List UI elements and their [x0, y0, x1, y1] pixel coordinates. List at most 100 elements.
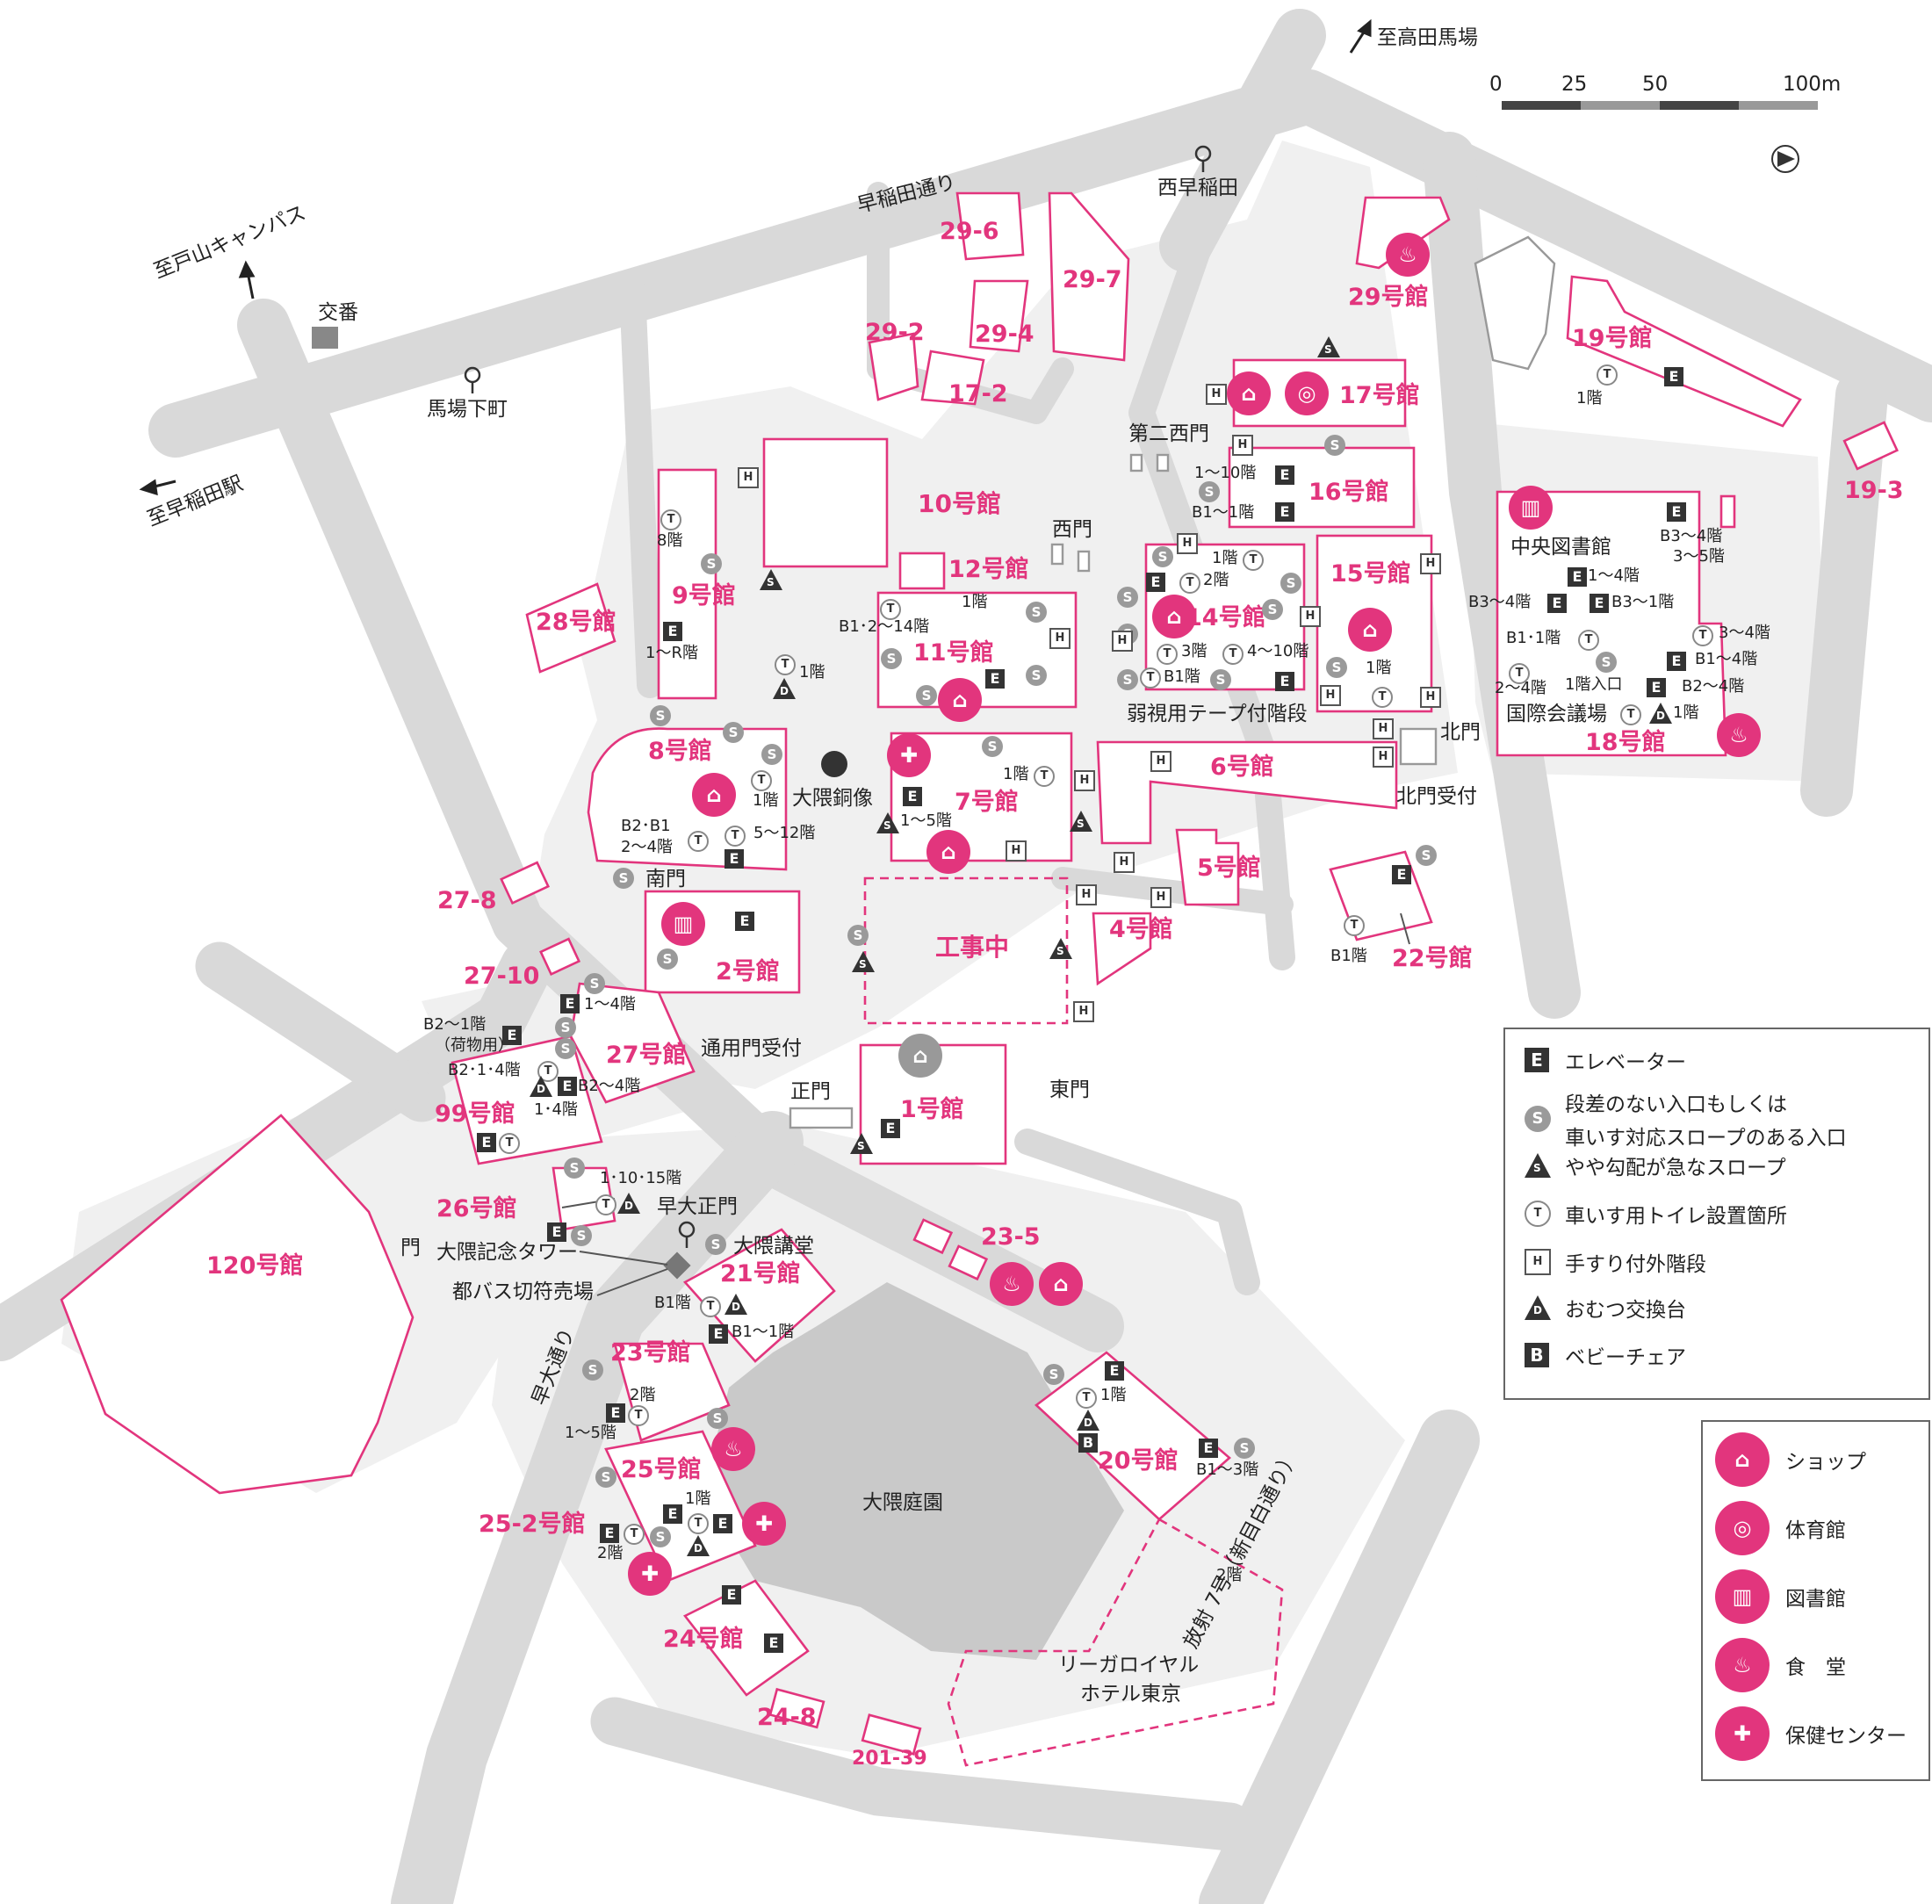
- okuma-statue-marker: [821, 751, 847, 777]
- floor-8a: 1階: [753, 791, 779, 810]
- floor-14b: 2階: [1203, 571, 1229, 589]
- floor-9b: 1〜R階: [645, 644, 698, 662]
- accessible-toilet-icon: T: [1076, 1388, 1097, 1409]
- label-building-99: 99号館: [435, 1100, 515, 1128]
- legend-diaper-icon: D: [1525, 1295, 1551, 1320]
- scale-seg-2: [1581, 101, 1660, 110]
- label-tsuyomon: 通用門受付: [701, 1037, 802, 1060]
- handrail-stairs-icon: H: [1006, 840, 1027, 862]
- building-outline-120: [60, 1114, 415, 1495]
- building-outline-24-8: [768, 1687, 825, 1729]
- label-nanmon: 南門: [645, 868, 686, 891]
- floor-18g: 3〜4階: [1719, 624, 1770, 642]
- legend-row-toilet: T 車いす用トイレ設置箇所: [1525, 1199, 1787, 1229]
- label-building-27: 27号館: [606, 1042, 687, 1069]
- steep-slope-icon: S: [1070, 811, 1092, 832]
- floor-16b: B1〜1階: [1192, 503, 1255, 522]
- floor-26: 1･10･15階: [600, 1169, 682, 1187]
- accessible-toilet-icon: T: [1034, 766, 1055, 787]
- building-outline-12: [898, 552, 946, 590]
- legend-step-free-icon: S: [1525, 1106, 1551, 1132]
- facility-legend: ⌂ ショップ ◎ 体育館 ▥ 図書館 ♨ 食 堂 ✚ 保健センター: [1701, 1420, 1930, 1781]
- elevator-icon: E: [560, 994, 580, 1013]
- library-icon: ▥: [661, 902, 705, 946]
- nishimon-gate-2: [1077, 550, 1091, 573]
- handrail-stairs-icon: H: [1114, 852, 1135, 873]
- scale-seg-3: [1660, 101, 1739, 110]
- building-outline-27-8: [500, 861, 551, 905]
- building-outline-19-3: [1842, 421, 1899, 471]
- legend-toilet-icon: T: [1525, 1201, 1551, 1227]
- label-babashita: 馬場下町: [427, 398, 508, 421]
- step-free-entrance-icon: S: [1280, 573, 1301, 594]
- baby-chair-icon: B: [1078, 1433, 1098, 1453]
- step-free-entrance-icon: S: [1210, 669, 1231, 690]
- handrail-stairs-icon: H: [1150, 751, 1171, 772]
- label-koban: 交番: [318, 301, 358, 324]
- elevator-icon: E: [600, 1524, 619, 1543]
- label-building-14: 14号館: [1186, 604, 1266, 631]
- floor-14e: B1階: [1164, 667, 1200, 686]
- floor-27b: B2〜1階: [423, 1015, 487, 1034]
- accessible-toilet-icon: T: [688, 1513, 709, 1534]
- elevator-icon: E: [477, 1133, 496, 1152]
- floor-18i: 2〜4階: [1495, 679, 1546, 697]
- floor-25a: 1階: [685, 1489, 711, 1508]
- handrail-stairs-icon: H: [1076, 884, 1097, 905]
- elevator-icon: E: [606, 1403, 625, 1423]
- label-building-6: 6号館: [1210, 754, 1274, 781]
- legend-row-shop: ⌂ ショップ: [1715, 1432, 1866, 1487]
- legend-cafeteria-text: 食 堂: [1785, 1656, 1846, 1679]
- handrail-stairs-icon: H: [1420, 553, 1441, 574]
- floor-18l: 1階: [1673, 703, 1699, 722]
- step-free-entrance-icon: S: [1199, 481, 1220, 502]
- legend-row-health: ✚ 保健センター: [1715, 1706, 1907, 1761]
- building-outline-29-6: [955, 191, 1025, 261]
- label-central-library: 中央図書館: [1510, 536, 1611, 559]
- step-free-entrance-icon: S: [1262, 599, 1283, 620]
- elevator-icon: E: [709, 1324, 728, 1344]
- handrail-stairs-icon: H: [1073, 1001, 1094, 1022]
- label-kitamon: 北門: [1440, 721, 1481, 744]
- arrow-takadanobaba-icon: [1349, 18, 1372, 54]
- building-kitamon-gate: [1399, 727, 1438, 766]
- shop-icon: ⌂: [1152, 595, 1196, 638]
- floor-21a: B1階: [654, 1294, 691, 1312]
- floor-11b: 1階: [962, 593, 988, 611]
- label-building-22: 22号館: [1392, 945, 1473, 972]
- accessible-toilet-icon: T: [499, 1133, 520, 1154]
- floor-17: 1階: [1576, 389, 1603, 407]
- accessible-toilet-icon: T: [688, 831, 709, 852]
- label-kitamon-uketsuke: 北門受付: [1396, 785, 1477, 808]
- arrow-toyama-icon: [238, 260, 256, 299]
- accessibility-legend: E エレベーター S 段差のない入口もしくは 車いす対応スロープのある入口 S …: [1503, 1028, 1930, 1400]
- elevator-icon: E: [547, 1222, 566, 1242]
- accessible-toilet-icon: T: [1692, 625, 1713, 646]
- label-dai2-nishimon: 第二西門: [1128, 422, 1209, 445]
- shop-icon: ⌂: [692, 773, 736, 817]
- shop-icon: ⌂: [1227, 371, 1271, 415]
- legend-library-text: 図書館: [1785, 1588, 1846, 1611]
- floor-7a: 1階: [1003, 765, 1029, 783]
- step-free-entrance-icon: S: [584, 973, 605, 994]
- label-29-2: 29-2: [865, 319, 925, 346]
- health-center-icon: ✚: [742, 1502, 786, 1546]
- health-center-icon: ✚: [628, 1552, 672, 1596]
- floor-14c: 3階: [1181, 642, 1208, 660]
- legend-row-cafeteria: ♨ 食 堂: [1715, 1638, 1846, 1692]
- legend-library-icon: ▥: [1715, 1569, 1770, 1624]
- shop-icon: ⌂: [898, 1034, 942, 1078]
- floor-11a: B1･2〜14階: [839, 617, 930, 636]
- legend-toilet-text: 車いす用トイレ設置箇所: [1565, 1205, 1787, 1228]
- nishiwaseda-pin-icon: [1194, 145, 1212, 172]
- road-southwest: [195, 941, 446, 1122]
- diaper-table-icon: D: [617, 1193, 640, 1214]
- accessible-toilet-icon: T: [1140, 667, 1161, 689]
- cafeteria-icon: ♨: [990, 1262, 1034, 1306]
- label-23-5: 23-5: [981, 1223, 1041, 1251]
- diaper-table-icon: D: [530, 1076, 552, 1097]
- step-free-entrance-icon: S: [564, 1158, 585, 1179]
- leader-tower: [579, 1251, 668, 1266]
- building-outline-99: [451, 1035, 603, 1165]
